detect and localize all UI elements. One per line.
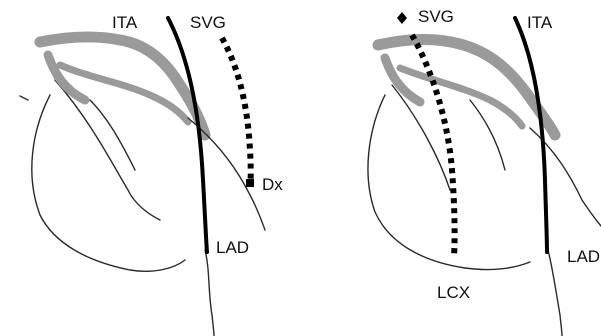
left-panel: ITA SVG Dx LAD [20,13,283,336]
right-lcx-label: LCX [437,283,470,302]
right-panel: SVG ITA LCX LAD [368,7,601,336]
left-lad-label: LAD [216,238,249,257]
right-svg-graft-line [412,35,455,256]
right-ita-label: ITA [527,13,553,32]
left-dx-label: Dx [262,175,283,194]
right-svg-label: SVG [418,7,454,26]
right-svg-graft-star-marker [397,12,407,24]
left-svg-graft-end-cap [246,179,254,187]
left-svg-graft-line [222,38,251,186]
right-lad-label: LAD [567,247,600,266]
left-svg-label: SVG [190,13,226,32]
left-heart-outline [20,80,185,271]
right-lad-vessel [530,128,601,336]
left-ita-label: ITA [112,13,138,32]
left-ita-graft-line [168,18,207,252]
right-ita-graft-line [515,18,547,252]
